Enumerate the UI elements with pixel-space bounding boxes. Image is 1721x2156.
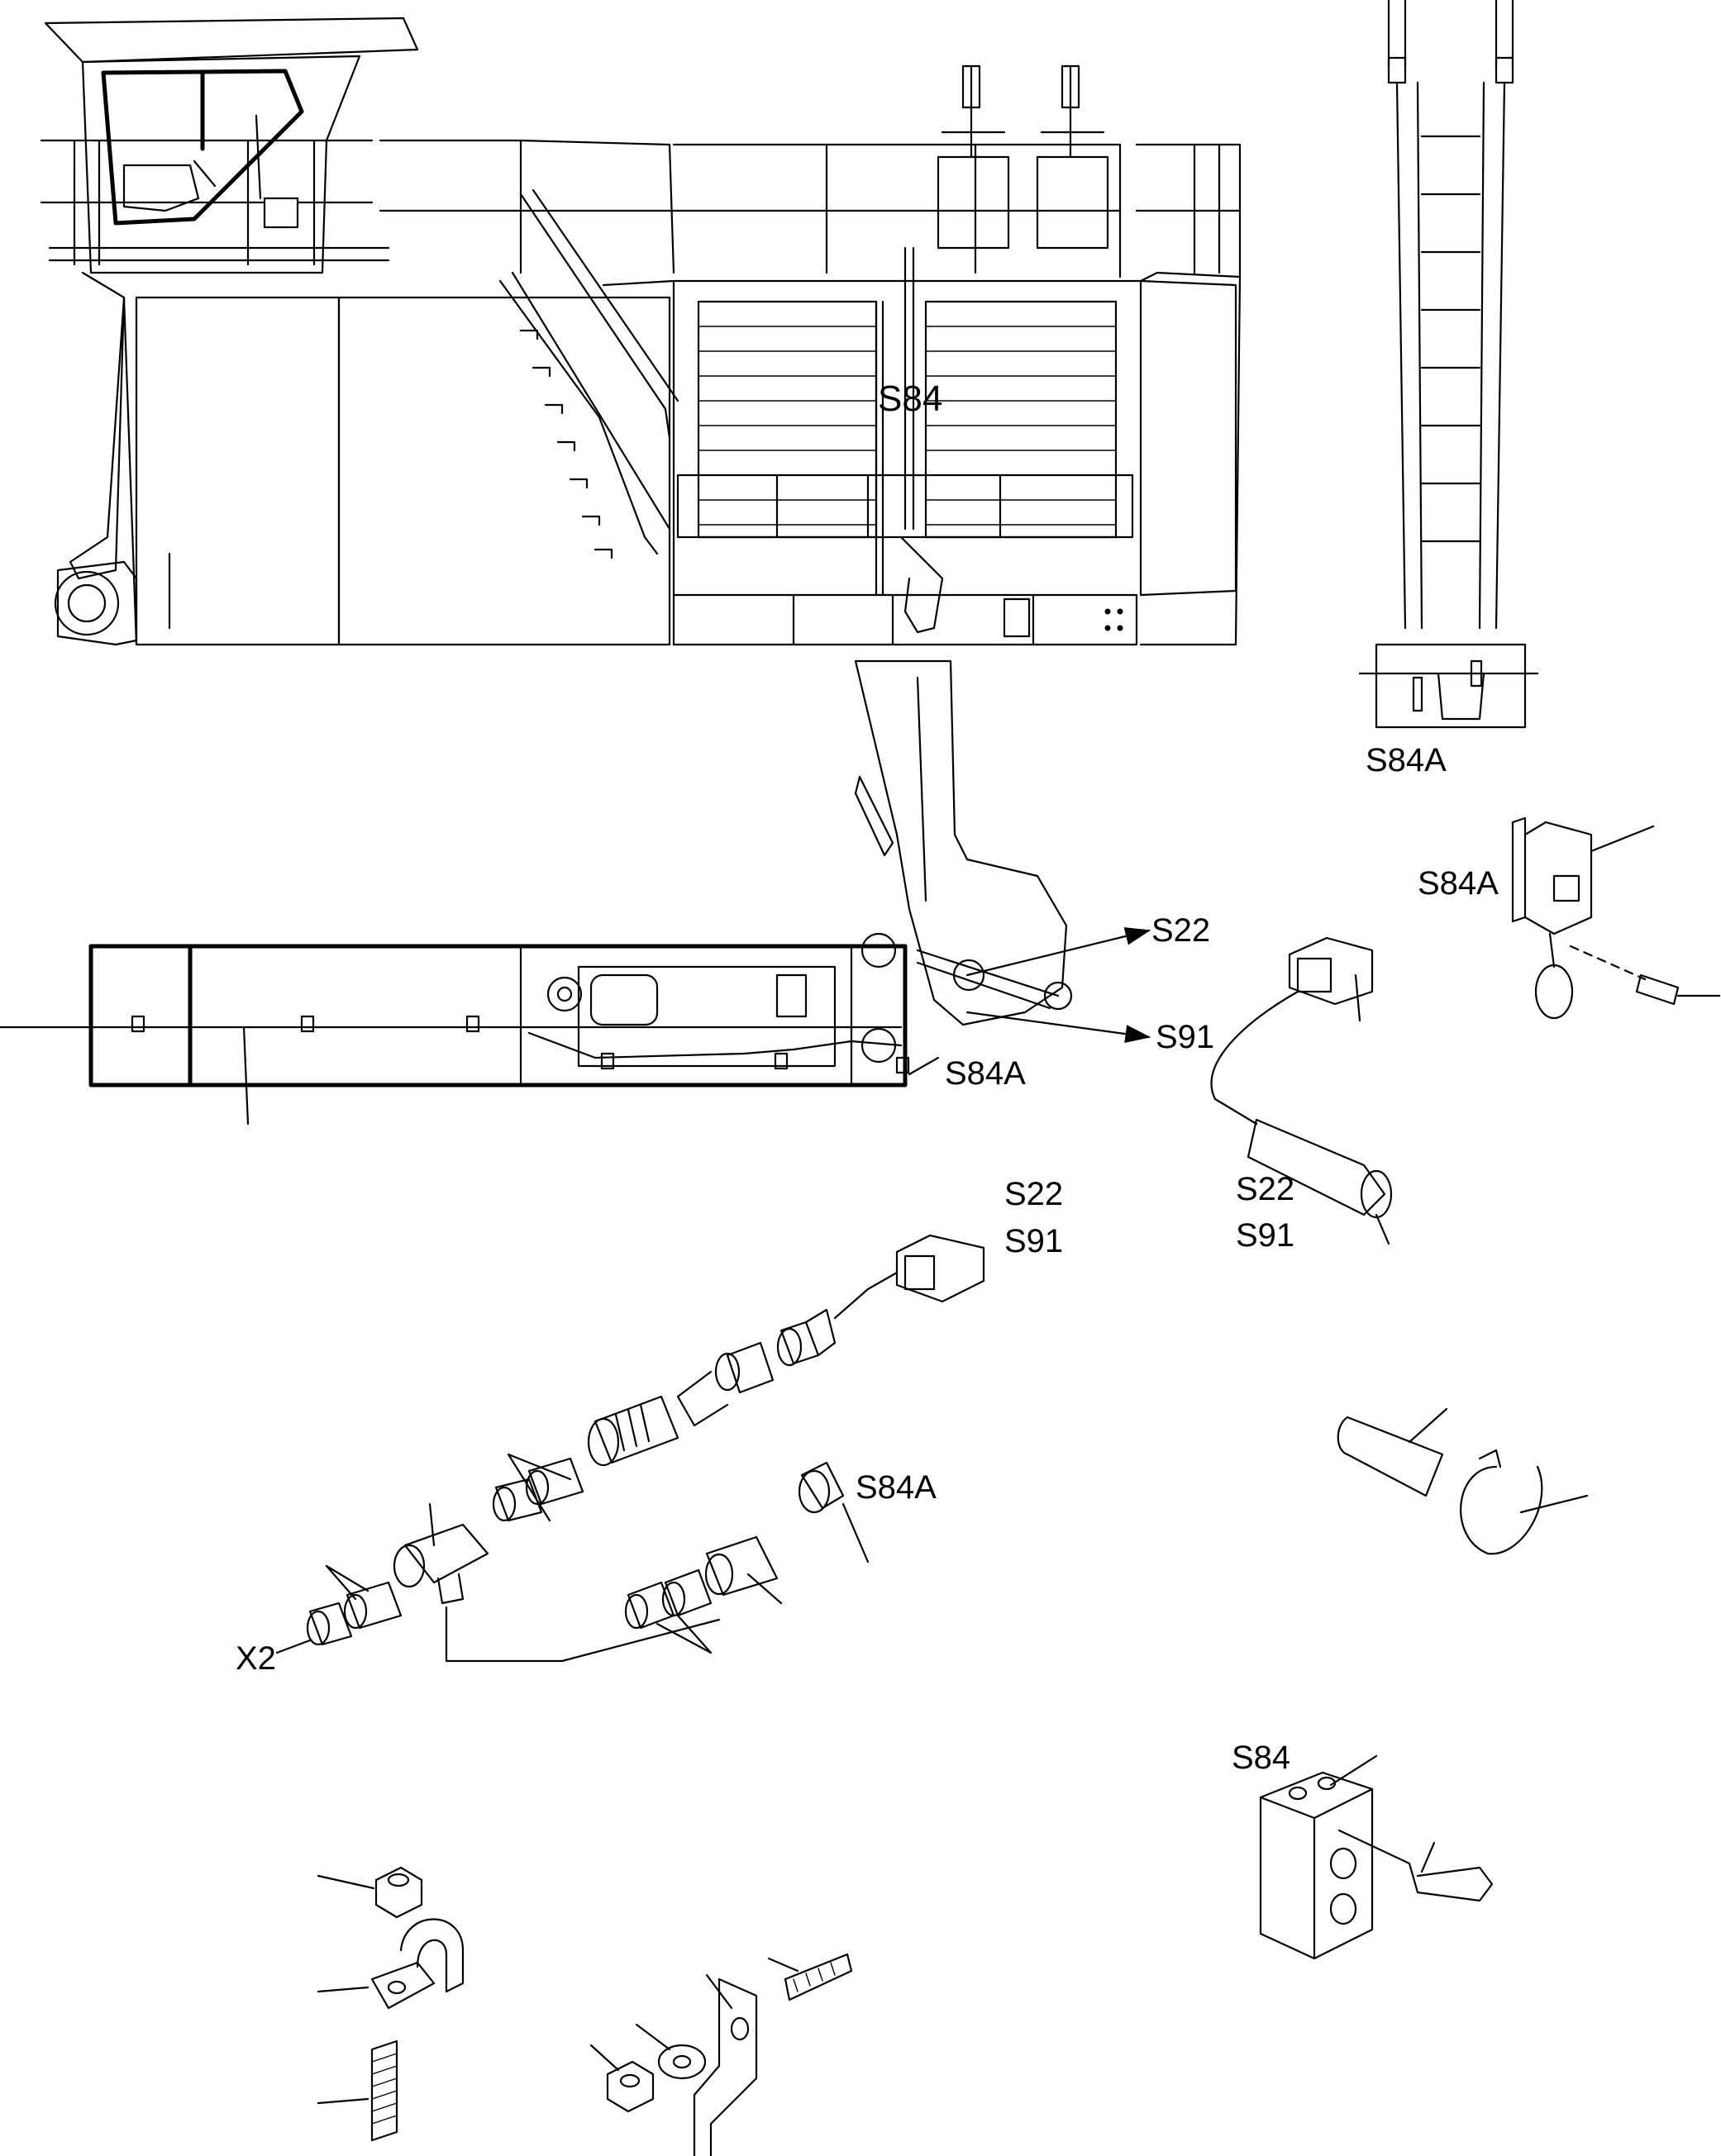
ladder-rungs <box>1420 135 1481 543</box>
boom-arm-view: S22 S91 S84A <box>0 659 1214 1126</box>
label-s84a-boom: S84A <box>945 1055 1026 1092</box>
label-s84-main: S84 <box>878 378 942 419</box>
s84a-wall-switch: S84A <box>1418 816 1721 1020</box>
stair-steps <box>519 329 613 559</box>
bracket-hardware <box>589 1953 853 2156</box>
label-s91-arrow: S91 <box>1156 1019 1214 1055</box>
ladder-view: S84A <box>1358 0 1539 778</box>
label-s91-connector: S91 <box>1004 1223 1063 1259</box>
s84-box-switch: S84 <box>1232 1740 1494 1960</box>
label-s91-sensor: S91 <box>1236 1217 1294 1254</box>
connector-assembly: S22 S91 S84A X2 <box>236 1176 1063 1677</box>
label-s22-arrow: S22 <box>1151 912 1210 949</box>
filter-units <box>937 64 1109 250</box>
label-x2: X2 <box>236 1640 276 1677</box>
proximity-sensor: S22 S91 <box>1210 936 1393 1254</box>
radiator-grill-right <box>924 300 1118 539</box>
label-s22-connector: S22 <box>1004 1176 1063 1212</box>
label-s22-sensor: S22 <box>1236 1171 1294 1207</box>
label-s84a-fitting: S84A <box>856 1469 937 1506</box>
clamp-hardware <box>317 1866 465 2142</box>
label-s84-box: S84 <box>1232 1740 1290 1776</box>
radiator-grill-left <box>697 300 878 539</box>
label-s84a-ladder: S84A <box>1366 742 1447 778</box>
cable-tie <box>1337 1407 1589 1555</box>
label-s84a-switch: S84A <box>1418 865 1499 902</box>
machine-side-view: S84 <box>40 17 1242 646</box>
